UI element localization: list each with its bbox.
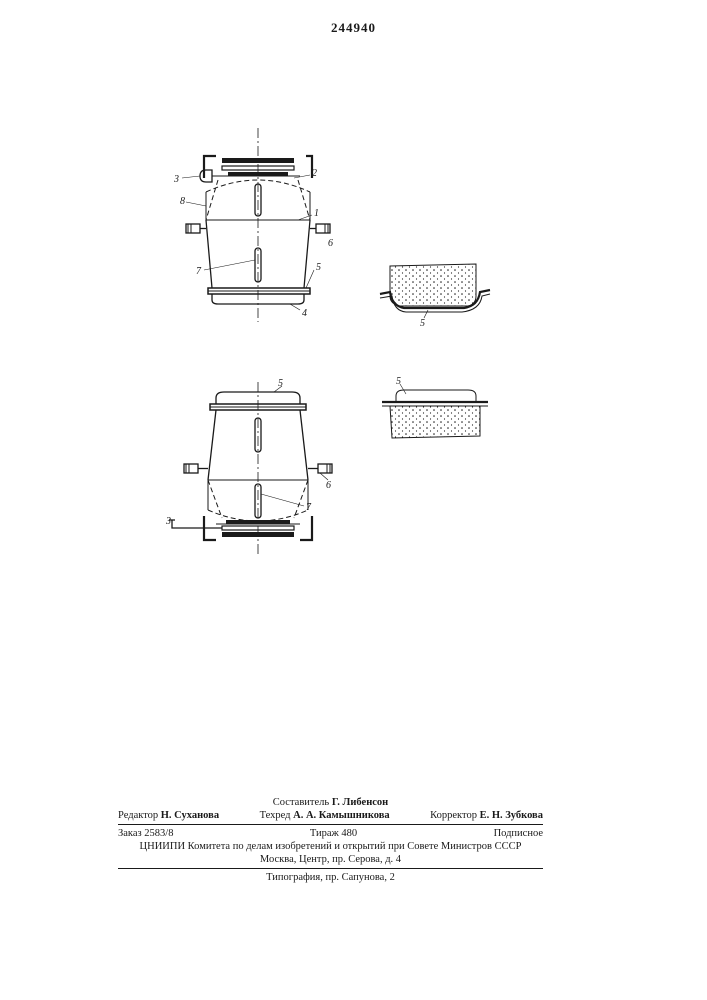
label-fig2-3: 3 (165, 516, 171, 527)
editor-name: Н. Суханова (161, 810, 219, 821)
figure-sample-convex: 5 (376, 372, 496, 444)
label-4: 4 (302, 308, 307, 319)
address-line: Москва, Центр, пр. Серова, д. 4 (118, 853, 543, 866)
label-3: 3 (173, 174, 179, 185)
techred-name: А. А. Камышникова (293, 810, 390, 821)
address: Москва, Центр, пр. Серова, д. 4 (260, 853, 401, 866)
circulation: Тираж 480 (310, 827, 357, 840)
rule-bottom (118, 868, 543, 869)
subscription: Подписное (494, 827, 543, 840)
label-fig2-6: 6 (326, 480, 331, 491)
label-7: 7 (196, 266, 202, 277)
order-line: Заказ 2583/8 Тираж 480 Подписное (118, 827, 543, 840)
figure-sample-concave: 5 (376, 256, 496, 326)
institute-line: ЦНИИПИ Комитета по делам изобретений и о… (118, 840, 543, 853)
compiler-line: Составитель Г. Либенсон (118, 796, 543, 809)
imprint-block: Составитель Г. Либенсон Редактор Н. Суха… (118, 796, 543, 884)
label-8: 8 (180, 196, 185, 207)
label-sample-5-upper: 5 (420, 318, 425, 329)
label-1: 1 (314, 208, 319, 219)
figure-vessel-inverted: 5 6 7 3 (160, 376, 360, 556)
editor-label: Редактор (118, 810, 158, 821)
order-number: Заказ 2583/8 (118, 827, 173, 840)
compiler-name: Г. Либенсон (332, 796, 388, 809)
corrector-label: Корректор (430, 810, 477, 821)
label-5: 5 (316, 262, 321, 273)
label-2: 2 (312, 168, 317, 179)
label-fig2-5: 5 (278, 378, 283, 389)
compiler-label: Составитель (273, 796, 329, 809)
printing-line: Типография, пр. Сапунова, 2 (118, 871, 543, 884)
figure-vessel-upright: 3 2 8 1 6 7 5 4 (160, 120, 360, 330)
techred-label: Техред (260, 810, 291, 821)
rule-top (118, 824, 543, 825)
staff-line: Редактор Н. Суханова Техред А. А. Камышн… (118, 809, 543, 822)
patent-number: 244940 (0, 20, 707, 36)
printing-house: Типография, пр. Сапунова, 2 (266, 871, 395, 884)
institute: ЦНИИПИ Комитета по делам изобретений и о… (140, 840, 522, 853)
label-fig2-7: 7 (306, 502, 312, 513)
label-sample-5-lower: 5 (396, 376, 401, 387)
corrector-name: Е. Н. Зубкова (480, 810, 543, 821)
label-6: 6 (328, 238, 333, 249)
